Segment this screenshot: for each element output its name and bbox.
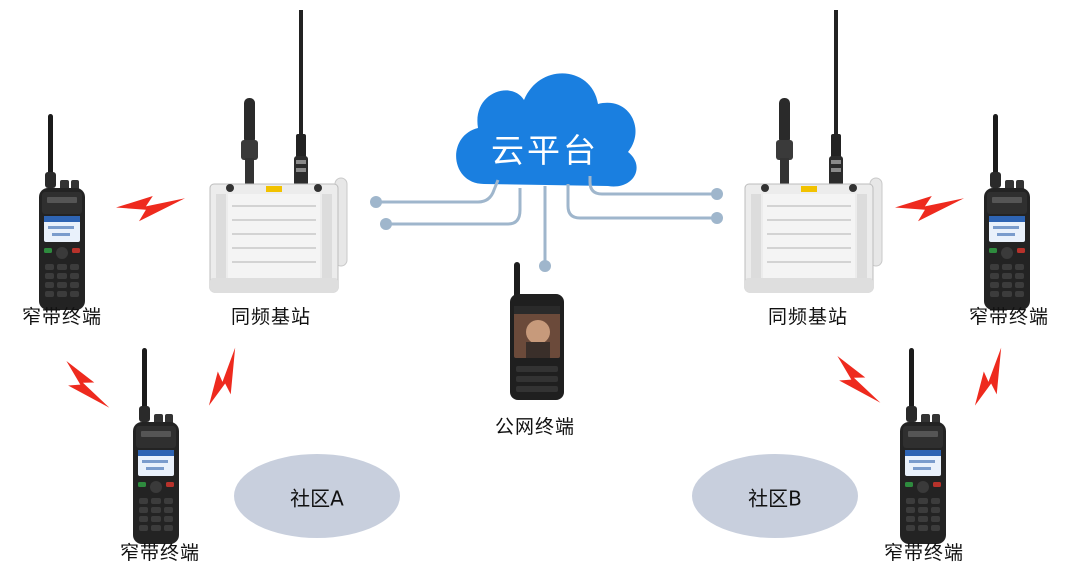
links-left [376,179,522,226]
signal-bolt-icon [116,196,185,222]
public-network-terminal-label: 公网终端 [494,416,576,438]
signal-bolt-icon [966,346,1019,413]
base-station-right-icon [744,9,883,293]
narrowband-terminal-top-right-icon [984,114,1030,310]
narrowband-terminal-top-left-icon [39,114,85,310]
base-station-left-label: 同频基站 [230,306,312,328]
cloud-platform-label: 云平台 [491,131,599,170]
community-zone-b [692,454,858,538]
links-right [566,176,717,220]
community-zone-b-label: 社区B [748,486,802,511]
narrowband-terminal-bottom-left-icon [133,348,179,544]
signal-bolt-icon [895,196,964,222]
signal-bolt-icon [200,346,253,413]
community-zone-a [234,454,400,538]
base-station-left-icon [209,9,348,293]
narrowband-terminal-top-right-label: 窄带终端 [968,306,1050,328]
narrowband-terminal-bottom-right-label: 窄带终端 [883,542,965,564]
signal-bolt-icon [56,355,112,420]
narrowband-terminal-bottom-left-label: 窄带终端 [119,542,201,564]
public-network-terminal-icon [510,262,564,400]
cloud-shape [456,73,637,187]
narrowband-terminal-top-left-label: 窄带终端 [21,306,103,328]
signal-bolt-icon [827,350,883,415]
narrowband-terminal-bottom-right-icon [900,348,946,544]
community-zone-a-label: 社区A [290,486,344,511]
base-station-right-label: 同频基站 [767,306,849,328]
